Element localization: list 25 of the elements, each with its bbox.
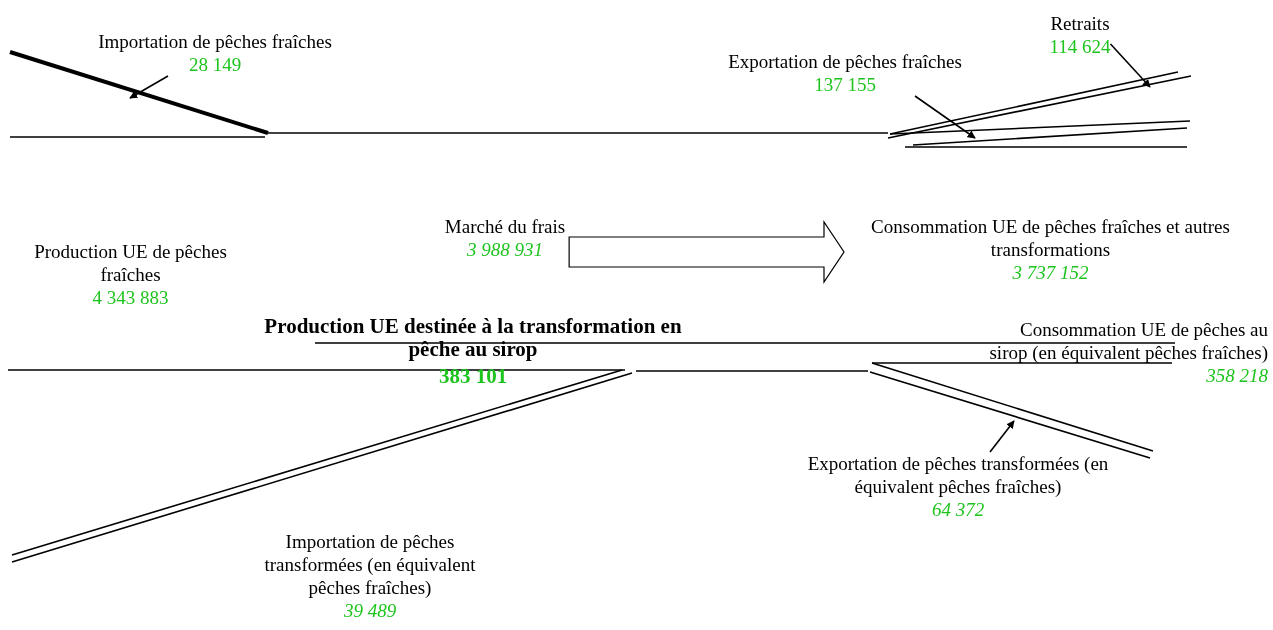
flow-label: Exportation de pêches transformées (en équivalent pêches fraîches) — [806, 452, 1110, 498]
flow-value: 39 489 — [343, 599, 397, 622]
flow-value: 114 624 — [1049, 35, 1111, 58]
flow-label: Retraits — [1050, 12, 1110, 35]
leader-arrow — [129, 75, 169, 99]
flow-label: Production UE destinée à la transformation en pêche au sirop — [263, 315, 683, 361]
flow-label: Marché du frais — [444, 215, 566, 238]
flow-value: 383 101 — [438, 365, 508, 388]
flow-label: Consommation UE de pêches fraîches et autres transformations — [870, 215, 1231, 261]
leader-arrow — [914, 95, 976, 139]
leader-arrow — [1109, 43, 1151, 88]
flow-label: Importation de pêches transformées (en équivalent pêches fraîches) — [263, 530, 477, 599]
flow-label: Importation de pêches fraîches — [98, 30, 332, 53]
flow-value: 3 737 152 — [1012, 261, 1089, 284]
flow-value: 358 218 — [1206, 364, 1268, 387]
flow-label: Consommation UE de pêches au sirop (en équivalent pêches fraîches) — [988, 318, 1268, 364]
flow-value: 4 343 883 — [92, 286, 169, 309]
flow-value: 64 372 — [931, 498, 985, 521]
block-arrow — [568, 220, 845, 284]
flow-value: 3 988 931 — [467, 238, 543, 261]
flow-label: Production UE de pêches fraîches — [33, 240, 228, 286]
leader-arrow — [989, 420, 1015, 453]
flow-value: 137 155 — [814, 73, 876, 96]
flow-value: 28 149 — [188, 53, 242, 76]
flow-label: Exportation de pêches fraîches — [728, 50, 962, 73]
